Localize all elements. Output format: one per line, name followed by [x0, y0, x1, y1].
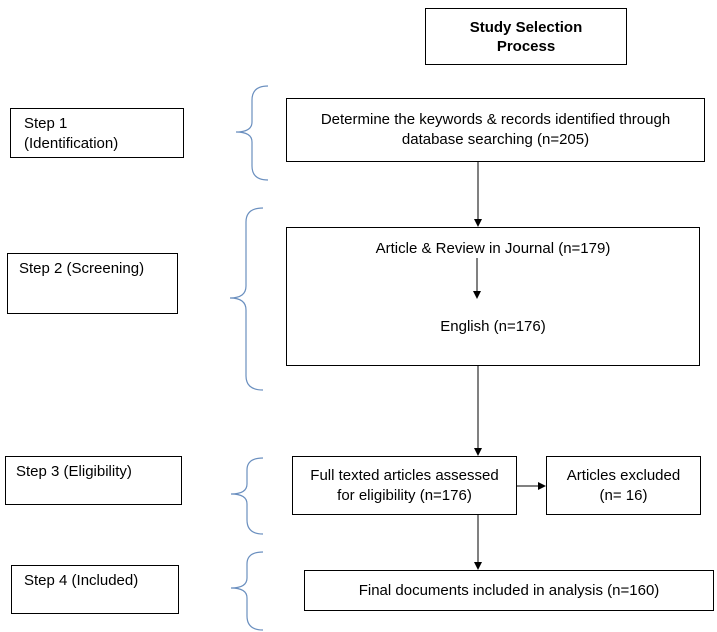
step-2-label: Step 2 (Screening)	[19, 260, 145, 277]
step-1-label: Step 1 (Identification)	[24, 115, 119, 152]
identification-text: Determine the keywords & records identif…	[320, 111, 671, 148]
excluded-box: Articles excluded (n= 16)	[546, 456, 701, 515]
step-3-label: Step 3 (Eligibility)	[16, 463, 132, 480]
bracket-step-4	[230, 551, 264, 631]
screening-box: Article & Review in Journal (n=179) Engl…	[286, 227, 700, 366]
step-4-box: Step 4 (Included)	[11, 565, 179, 614]
eligibility-text: Full texted articles assessed for eligib…	[310, 466, 499, 504]
excluded-text: Articles excluded (n= 16)	[566, 466, 681, 504]
step-1-box: Step 1 (Identification)	[10, 108, 184, 158]
included-text: Final documents included in analysis (n=…	[358, 581, 660, 599]
screening-english-text: English (n=176)	[440, 318, 546, 335]
diagram-title: Study Selection Process	[469, 18, 583, 55]
title-box: Study Selection Process	[425, 8, 627, 65]
screening-journal-text: Article & Review in Journal (n=179)	[375, 240, 611, 257]
included-box: Final documents included in analysis (n=…	[304, 570, 714, 611]
step-2-box: Step 2 (Screening)	[7, 253, 178, 314]
bracket-step-3	[230, 457, 264, 535]
bracket-step-2	[229, 207, 264, 391]
bracket-step-1	[235, 85, 269, 181]
step-3-box: Step 3 (Eligibility)	[5, 456, 182, 505]
step-4-label: Step 4 (Included)	[24, 572, 139, 589]
identification-box: Determine the keywords & records identif…	[286, 98, 705, 162]
eligibility-box: Full texted articles assessed for eligib…	[292, 456, 517, 515]
